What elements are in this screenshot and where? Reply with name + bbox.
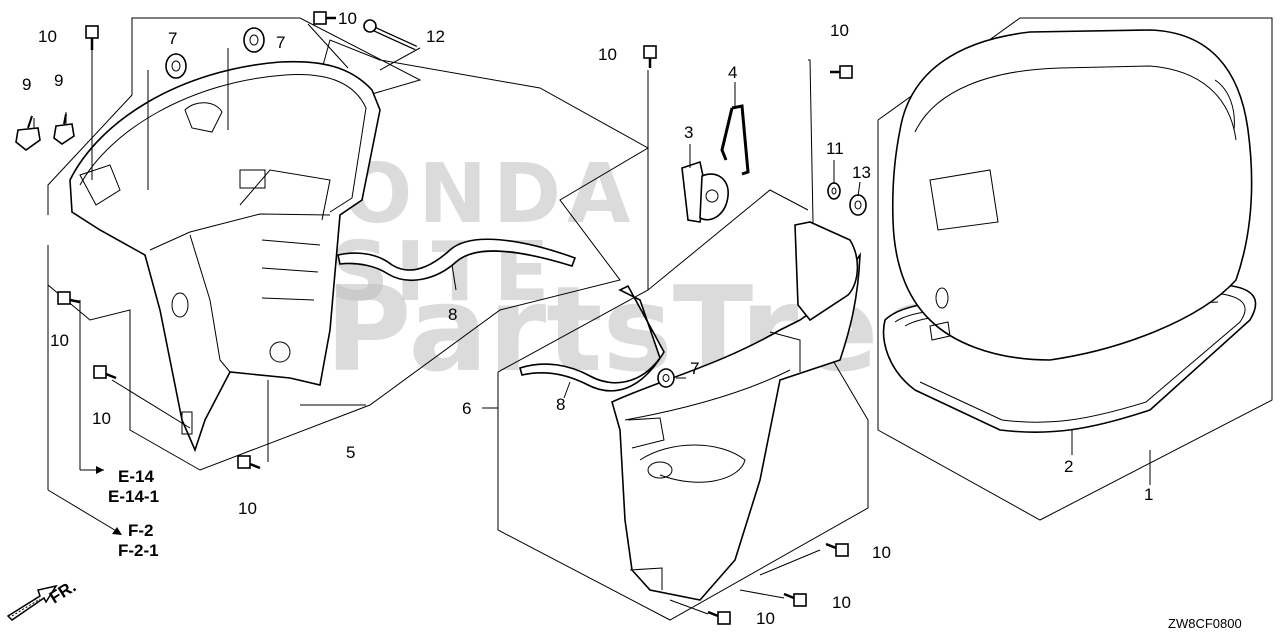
callout-11: 11: [826, 139, 844, 158]
part-latch: [681, 160, 729, 223]
part-grommet-7a: [165, 53, 187, 79]
callout-10: 10: [38, 27, 57, 46]
part-grommet: [849, 194, 867, 216]
bolt-icon: [707, 610, 731, 625]
callout-7: 7: [690, 359, 699, 378]
callout-13: 13: [852, 163, 871, 182]
callout-6: 6: [462, 399, 471, 418]
callout-5: 5: [346, 443, 355, 462]
callout-12: 12: [426, 27, 445, 46]
bolt-icons: [57, 11, 853, 625]
callout-10: 10: [338, 9, 357, 28]
group-outline-6b: [497, 189, 809, 373]
leader-lines: [33, 23, 1151, 615]
callout-7: 7: [168, 29, 177, 48]
callout-10: 10: [92, 409, 111, 428]
diagram-code: ZW8CF0800: [1168, 616, 1242, 631]
bolt-icon: [57, 291, 81, 305]
callout-10: 10: [50, 331, 69, 350]
part-washer: [827, 182, 841, 200]
callout-10: 10: [756, 609, 775, 628]
callout-8: 8: [556, 395, 565, 414]
part-long-bolt: [363, 19, 418, 51]
part-lower-cover: [611, 221, 861, 601]
callout-2: 2: [1064, 457, 1073, 476]
bolt-icon: [825, 542, 849, 557]
part-clip-9b: [53, 113, 75, 145]
bolt-icon: [830, 65, 853, 79]
bolt-icon: [93, 365, 117, 380]
callout-8: 8: [448, 305, 457, 324]
part-seal-upper: [337, 238, 577, 282]
reference-label: F-2: [128, 521, 154, 540]
bolt-icon: [237, 455, 261, 470]
callout-10: 10: [872, 543, 891, 562]
group-outline-1: [877, 17, 1273, 521]
front-label: FR.: [46, 577, 79, 608]
reference-label: F-2-1: [118, 541, 159, 560]
callout-3: 3: [684, 123, 693, 142]
callout-4: 4: [728, 63, 737, 82]
cross-references: E-14 E-14-1 F-2 F-2-1: [96, 466, 159, 560]
reference-label: E-14: [118, 467, 154, 486]
callouts: 10 10 7 7 12 9 9 10 10 10 8 5 6 8 7 10 4…: [22, 9, 1153, 628]
part-engine-cover: [891, 29, 1253, 361]
part-clip-9a: [15, 115, 41, 152]
bolt-icon: [313, 11, 336, 25]
callout-9: 9: [54, 71, 63, 90]
callout-10: 10: [830, 21, 849, 40]
part-wire-clip: [720, 104, 750, 176]
callout-7: 7: [276, 33, 285, 52]
arrow-icon: [112, 527, 122, 535]
callout-10: 10: [238, 499, 257, 518]
part-grommet-7b: [243, 27, 265, 53]
bolt-icon: [783, 592, 807, 607]
callout-10: 10: [832, 593, 851, 612]
callout-10: 10: [598, 45, 617, 64]
part-grommet-7c: [657, 368, 675, 388]
callout-1: 1: [1144, 485, 1153, 504]
reference-label: E-14-1: [108, 487, 159, 506]
arrow-icon: [96, 466, 104, 474]
callout-9: 9: [22, 75, 31, 94]
part-seal-lower: [519, 284, 665, 392]
bolt-icon: [85, 25, 99, 50]
group-outline-6: [497, 59, 869, 621]
bolt-icon: [643, 45, 657, 68]
front-direction-indicator: FR.: [6, 577, 79, 621]
